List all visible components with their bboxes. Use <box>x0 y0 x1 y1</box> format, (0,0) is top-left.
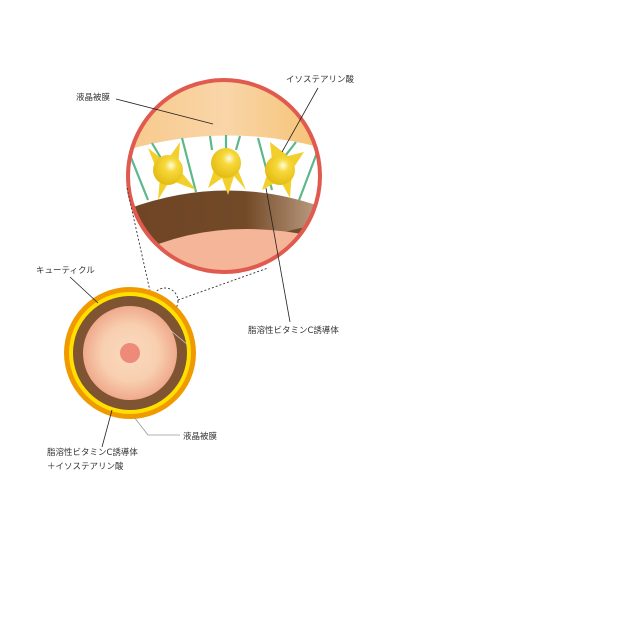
magnified-view <box>128 80 320 272</box>
label-vitamin-c-derivative: 脂溶性ビタミンC誘導体 <box>248 326 339 336</box>
label-cuticle: キューティクル <box>36 266 95 276</box>
vitamin-c-molecule <box>148 142 196 200</box>
hair-cross-section <box>64 287 196 419</box>
label-liquid-crystal-cross: 液晶被膜 <box>183 432 218 442</box>
label-isostearic-acid: イソステアリン酸 <box>286 75 355 85</box>
label-liquid-crystal-zoom: 液晶被膜 <box>76 93 111 103</box>
leader-lines <box>69 87 319 448</box>
medulla <box>120 343 140 363</box>
magnifier-ring <box>126 78 322 274</box>
label-vitamin-c-line1: 脂溶性ビタミンC誘導体 <box>47 448 138 458</box>
vitamin-c-molecule <box>262 142 304 198</box>
label-vitamin-c-line2: ＋イソステアリン酸 <box>47 462 124 472</box>
vitamin-c-molecule <box>208 148 246 195</box>
